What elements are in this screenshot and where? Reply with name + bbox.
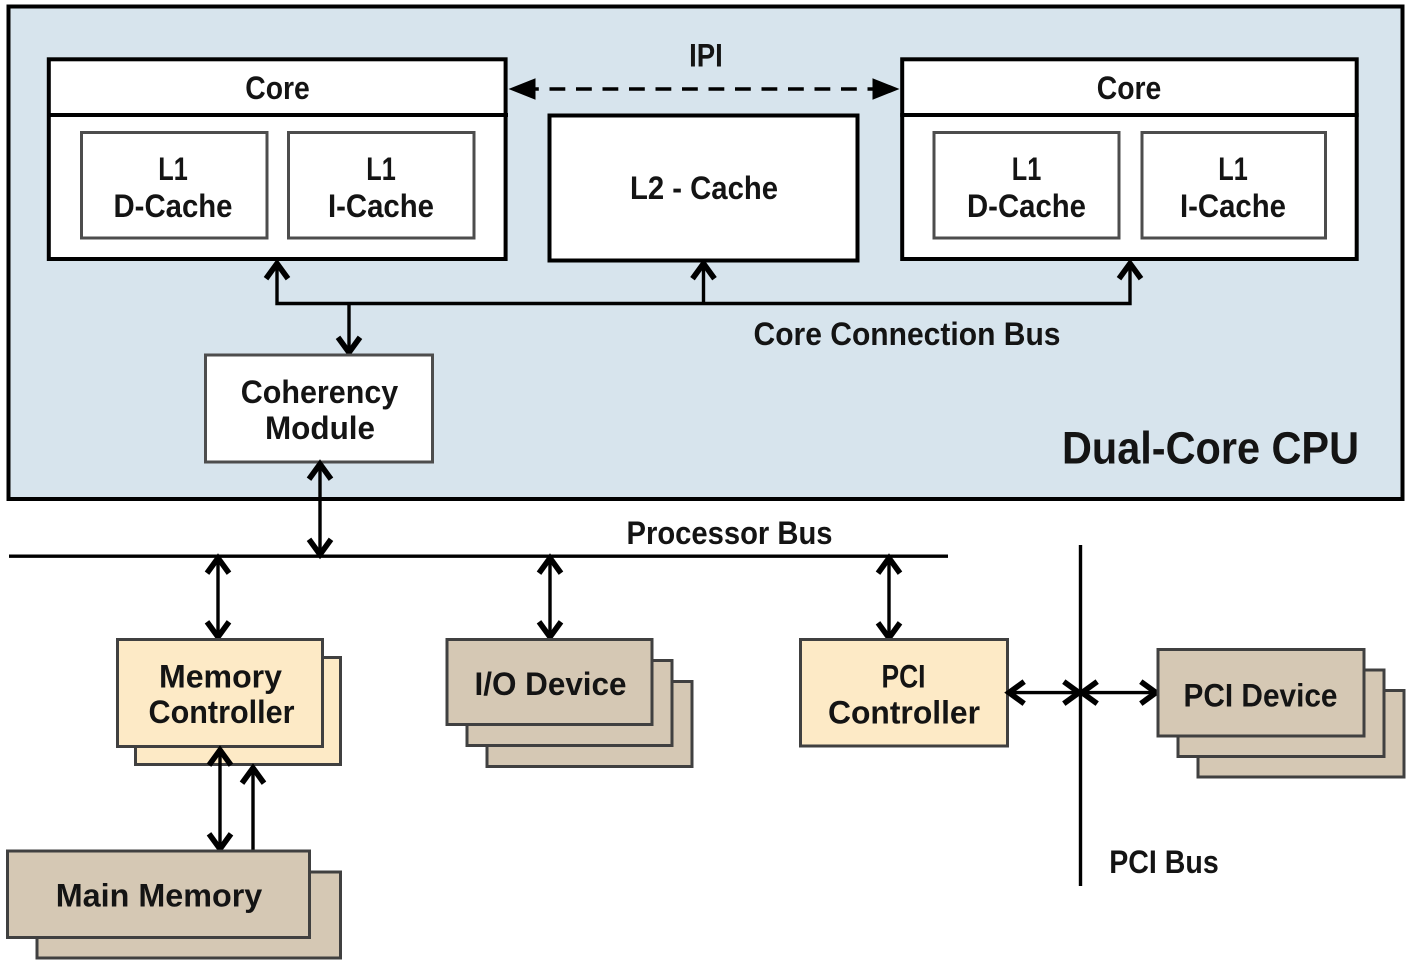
svg-text:Core: Core — [1097, 70, 1162, 106]
svg-text:Core Connection Bus: Core Connection Bus — [754, 316, 1061, 352]
svg-text:L1: L1 — [366, 151, 396, 187]
svg-text:PCI Bus: PCI Bus — [1109, 844, 1219, 880]
svg-text:Core: Core — [245, 70, 310, 106]
svg-text:Coherency: Coherency — [241, 374, 399, 410]
svg-text:Memory: Memory — [159, 659, 282, 695]
svg-text:L1: L1 — [1012, 151, 1042, 187]
svg-text:Processor Bus: Processor Bus — [627, 515, 833, 551]
svg-text:L1: L1 — [158, 151, 188, 187]
svg-text:D-Cache: D-Cache — [967, 188, 1086, 224]
svg-text:L2 - Cache: L2 - Cache — [630, 170, 778, 206]
svg-text:D-Cache: D-Cache — [114, 188, 233, 224]
svg-text:PCI: PCI — [882, 659, 926, 695]
svg-text:Dual-Core CPU: Dual-Core CPU — [1062, 423, 1359, 474]
svg-text:Module: Module — [265, 410, 375, 446]
svg-text:Main Memory: Main Memory — [56, 878, 263, 914]
svg-text:IPI: IPI — [689, 38, 723, 74]
svg-text:L1: L1 — [1218, 151, 1248, 187]
svg-text:I/O Device: I/O Device — [475, 666, 627, 702]
svg-text:Controller: Controller — [149, 694, 295, 730]
svg-text:PCI Device: PCI Device — [1184, 678, 1338, 714]
svg-text:I-Cache: I-Cache — [1180, 188, 1286, 224]
svg-text:Controller: Controller — [828, 695, 980, 731]
svg-text:I-Cache: I-Cache — [328, 188, 434, 224]
